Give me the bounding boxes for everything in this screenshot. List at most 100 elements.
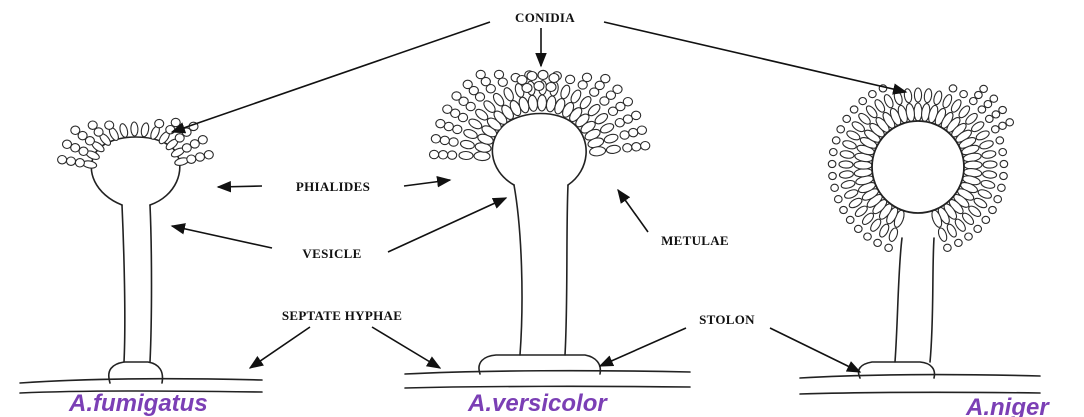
conidium — [998, 184, 1006, 191]
conidium — [498, 78, 507, 86]
conidium — [452, 92, 461, 100]
conidium — [980, 85, 988, 92]
conidium — [155, 119, 164, 127]
phialide — [131, 122, 138, 136]
conidium — [88, 121, 97, 129]
metula — [474, 151, 490, 161]
conidium — [431, 135, 440, 143]
versicolor-drawing — [405, 70, 690, 388]
conidium — [566, 75, 575, 83]
phialides-arrow-right — [404, 180, 450, 186]
phialide — [603, 133, 619, 145]
conidium — [75, 159, 84, 167]
versicolor-stipe — [514, 185, 522, 355]
phialide — [903, 88, 912, 103]
conidium — [835, 196, 843, 203]
conidium — [832, 137, 840, 144]
conidium — [984, 101, 992, 108]
niger-vesicle — [872, 121, 964, 213]
metula — [854, 161, 872, 170]
metulae-arrow — [618, 190, 648, 232]
phialide — [840, 150, 855, 160]
phialide — [460, 139, 475, 150]
conidium — [999, 149, 1007, 156]
label-phialides: PHIALIDES — [296, 179, 370, 194]
fumigatus-drawing — [20, 118, 262, 393]
conidium — [837, 126, 845, 133]
stolon-arrow-right — [770, 328, 860, 372]
conidium — [623, 98, 632, 106]
conidium — [855, 225, 863, 232]
conidium — [965, 233, 973, 240]
conidium — [992, 111, 1000, 118]
conidium — [850, 106, 858, 113]
conidium — [999, 122, 1007, 129]
conidium — [829, 172, 837, 179]
phialide — [839, 170, 854, 179]
phialide — [923, 88, 932, 103]
conidium — [171, 118, 180, 126]
conidium — [949, 85, 957, 92]
label-metulae: METULAE — [661, 233, 729, 248]
phialide — [983, 161, 997, 169]
conidium — [975, 91, 983, 98]
phialide — [979, 139, 995, 150]
conidia-arrow-left — [172, 22, 490, 132]
conidium — [534, 82, 544, 91]
phialide — [840, 179, 855, 189]
conidium — [198, 136, 207, 144]
phialide — [839, 161, 853, 169]
conidium — [522, 84, 532, 93]
conidium — [582, 73, 591, 81]
conidium — [527, 72, 537, 81]
conidium — [864, 233, 872, 240]
conidium — [67, 157, 76, 165]
phialide — [981, 150, 996, 160]
conidium — [79, 147, 88, 155]
conidium — [874, 239, 882, 246]
phialide — [888, 227, 900, 243]
conidium — [990, 95, 998, 102]
conidium — [546, 83, 556, 92]
conidium — [443, 105, 452, 113]
conidium — [641, 142, 650, 150]
phialide — [463, 128, 479, 140]
phialide — [502, 86, 515, 102]
conidium — [71, 144, 80, 152]
phialides-arrow-left — [218, 186, 262, 187]
conidium — [436, 119, 445, 127]
niger-hypha-line — [800, 375, 1040, 378]
conidium — [196, 153, 205, 161]
conidium — [632, 111, 641, 119]
versicolor-vesicle — [492, 114, 586, 186]
conidium — [982, 216, 990, 223]
phialide — [914, 88, 921, 102]
conidium — [840, 206, 848, 213]
metula — [537, 95, 547, 111]
conidium — [846, 216, 854, 223]
conidium — [105, 121, 114, 129]
conidium — [629, 128, 638, 136]
conidium — [859, 98, 867, 105]
phialide — [893, 90, 904, 105]
phialide — [982, 170, 997, 179]
conidium — [996, 137, 1004, 144]
conidium — [986, 115, 994, 122]
conidium — [970, 98, 978, 105]
conidium — [974, 225, 982, 232]
phialide — [119, 123, 129, 138]
conidium — [449, 138, 458, 146]
conidium — [632, 143, 641, 151]
species-label-niger: A.niger — [965, 394, 1050, 417]
conidium — [992, 126, 1000, 133]
conidium — [71, 126, 80, 134]
fumigatus-hypha-line — [20, 379, 262, 383]
conidium — [1000, 172, 1008, 179]
conidium — [549, 74, 559, 83]
conidium — [440, 136, 449, 144]
conidium — [828, 160, 836, 167]
septate-arrow-right — [372, 327, 440, 368]
phialide — [459, 151, 473, 159]
conidium — [960, 91, 968, 98]
